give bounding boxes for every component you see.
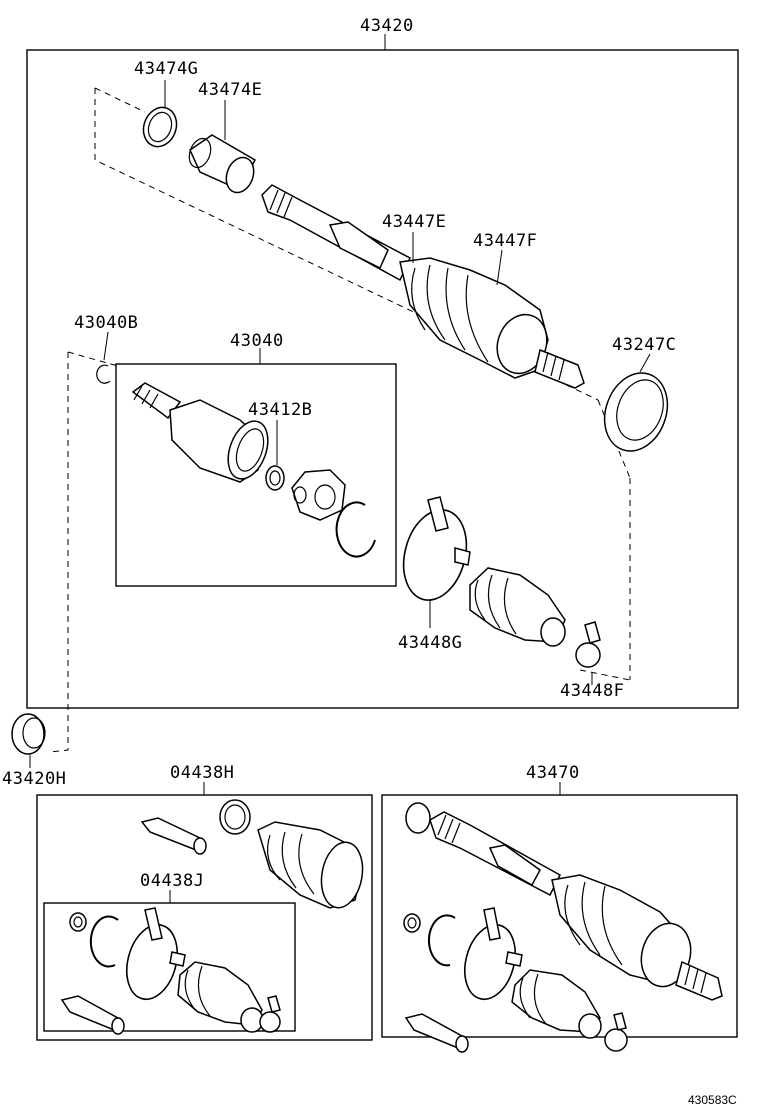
tripod-spider [291, 469, 346, 521]
assembly-43040-box [115, 363, 397, 587]
label-43420h: 43420H [2, 769, 66, 789]
sleeve-43474e [188, 134, 256, 194]
grease-tube-43470 [404, 1013, 469, 1053]
label-43447e: 43447E [382, 212, 446, 232]
band-43448g [402, 496, 471, 601]
diagram-code: 430583C [688, 1093, 737, 1107]
circlip-j [89, 915, 119, 968]
circlip [335, 501, 376, 558]
ring-43474g [142, 106, 178, 148]
label-04438j: 04438J [140, 871, 204, 891]
label-43420: 43420 [360, 16, 414, 36]
label-43412b: 43412B [248, 400, 312, 420]
shaft-43470 [405, 802, 561, 897]
inboard-joint-housing [131, 382, 269, 483]
label-43247c: 43247C [612, 335, 676, 355]
label-43448f: 43448F [560, 681, 624, 701]
label-43040b: 43040B [74, 313, 138, 333]
clip-43470 [403, 913, 421, 933]
label-43470: 43470 [526, 763, 580, 783]
seal-43247c [603, 372, 669, 452]
clamp-j [259, 995, 281, 1033]
seal-43420h [11, 713, 46, 755]
label-43474g: 43474G [134, 59, 198, 79]
circlip-43470 [427, 914, 456, 967]
inner-boot [469, 567, 566, 647]
band-43470 [464, 907, 523, 1001]
label-04438h: 04438H [170, 763, 234, 783]
outer-boot-43470 [551, 874, 723, 1001]
label-43040: 43040 [230, 331, 284, 351]
grease-tube-j [60, 995, 125, 1035]
grease-tube-h [140, 817, 207, 855]
inner-boot-43470 [511, 969, 602, 1039]
clip-j [69, 912, 87, 932]
clamp-43448f [575, 621, 601, 668]
assembly-43420-box [26, 49, 739, 709]
label-43448g: 43448G [398, 633, 462, 653]
band-j [126, 907, 186, 1001]
outer-boot [399, 257, 585, 389]
outer-boot-h [257, 821, 364, 909]
clamp-43470 [604, 1012, 628, 1052]
label-43474e: 43474E [198, 80, 262, 100]
snap-ring-43040b [96, 364, 111, 384]
inner-boot-j [177, 961, 264, 1033]
drive-shaft [261, 184, 411, 282]
clip-43412b [265, 465, 285, 491]
clamp-ring-h [219, 799, 251, 835]
label-43447f: 43447F [473, 231, 537, 251]
